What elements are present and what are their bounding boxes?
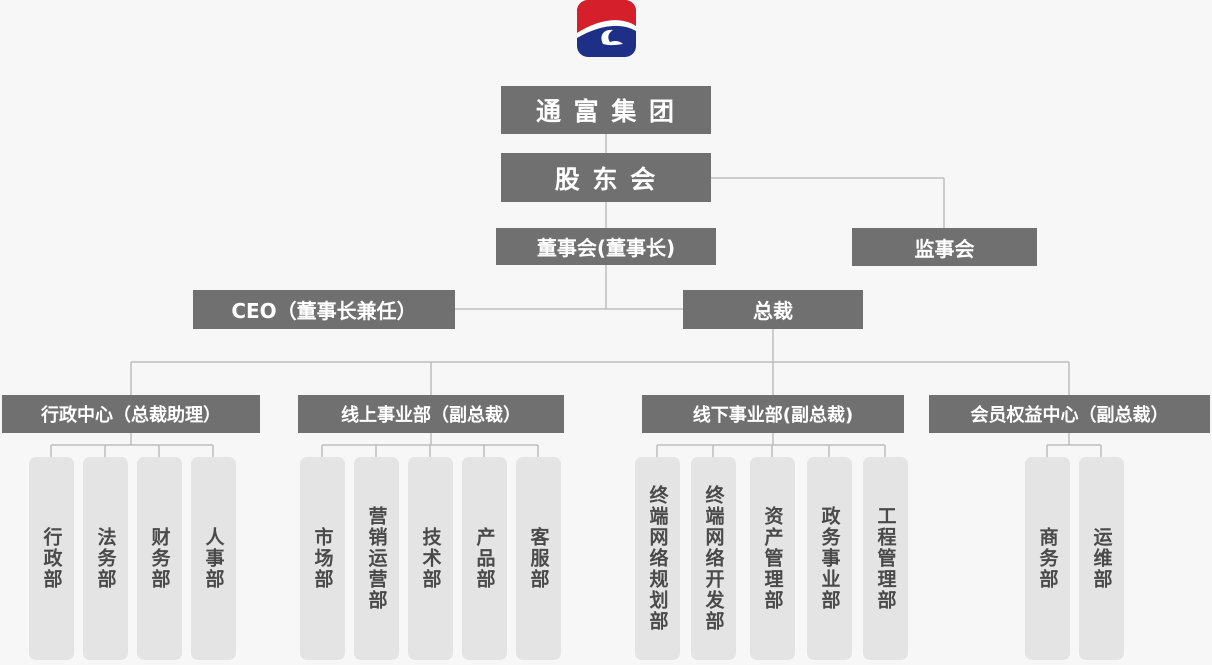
division-online-business: 线上事业部（副总裁） [298, 395, 564, 433]
department-label: 营销运营部 [365, 506, 388, 611]
department-label: 行政部 [40, 527, 63, 590]
node-ceo: CEO（董事长兼任） [193, 290, 455, 329]
department-business: 商务部 [1025, 457, 1070, 660]
department-label: 资产管理部 [761, 506, 784, 611]
department-asset-management: 资产管理部 [750, 457, 795, 660]
department-terminal-network-development: 终端网络开发部 [691, 457, 736, 660]
node-group-label: 通 富 集 团 [535, 97, 677, 126]
department-label: 政务事业部 [818, 506, 841, 611]
node-supervisors: 监事会 [852, 228, 1037, 266]
node-president-label: 总裁 [753, 299, 793, 323]
department-label: 终端网络规划部 [646, 485, 669, 632]
department-government-affairs: 政务事业部 [807, 457, 852, 660]
department-engineering-management: 工程管理部 [863, 457, 908, 660]
department-operations-maintenance: 运维部 [1079, 457, 1124, 660]
department-label: 财务部 [148, 527, 171, 590]
department-label: 运维部 [1090, 527, 1113, 590]
department-technology: 技术部 [408, 457, 453, 660]
division-label: 线下事业部(副总裁) [692, 405, 854, 426]
department-finance: 财务部 [137, 457, 182, 660]
node-group: 通 富 集 团 [501, 86, 711, 134]
tongfu-logo-icon [577, 0, 636, 57]
department-customer-service: 客服部 [516, 457, 561, 660]
division-label: 行政中心（总裁助理） [41, 405, 221, 426]
division-admin-center: 行政中心（总裁助理） [2, 395, 260, 433]
division-label: 会员权益中心（副总裁） [970, 405, 1169, 426]
node-board-label: 董事会(董事长) [536, 236, 676, 260]
node-board: 董事会(董事长) [496, 228, 716, 265]
department-label: 商务部 [1036, 527, 1059, 590]
department-label: 客服部 [527, 527, 550, 590]
node-supervisors-label: 监事会 [914, 236, 975, 261]
division-label: 线上事业部（副总裁） [341, 405, 521, 426]
department-legal: 法务部 [83, 457, 128, 660]
department-label: 终端网络开发部 [702, 485, 725, 632]
department-label: 法务部 [94, 527, 117, 590]
department-label: 技术部 [419, 527, 442, 590]
node-ceo-label: CEO（董事长兼任） [231, 299, 417, 323]
department-label: 工程管理部 [874, 506, 897, 611]
node-president: 总裁 [683, 290, 863, 329]
department-admin: 行政部 [29, 457, 74, 660]
department-product: 产品部 [462, 457, 507, 660]
department-terminal-network-planning: 终端网络规划部 [635, 457, 680, 660]
department-label: 市场部 [311, 527, 334, 590]
division-member-rights-center: 会员权益中心（副总裁） [929, 395, 1210, 433]
department-label: 人事部 [202, 527, 225, 590]
node-shareholders: 股 东 会 [501, 153, 711, 202]
department-marketing: 市场部 [300, 457, 345, 660]
department-sales-operations: 营销运营部 [354, 457, 399, 660]
department-hr: 人事部 [191, 457, 236, 660]
node-shareholders-label: 股 东 会 [554, 164, 658, 194]
department-label: 产品部 [473, 527, 496, 590]
division-offline-business: 线下事业部(副总裁) [642, 395, 904, 433]
